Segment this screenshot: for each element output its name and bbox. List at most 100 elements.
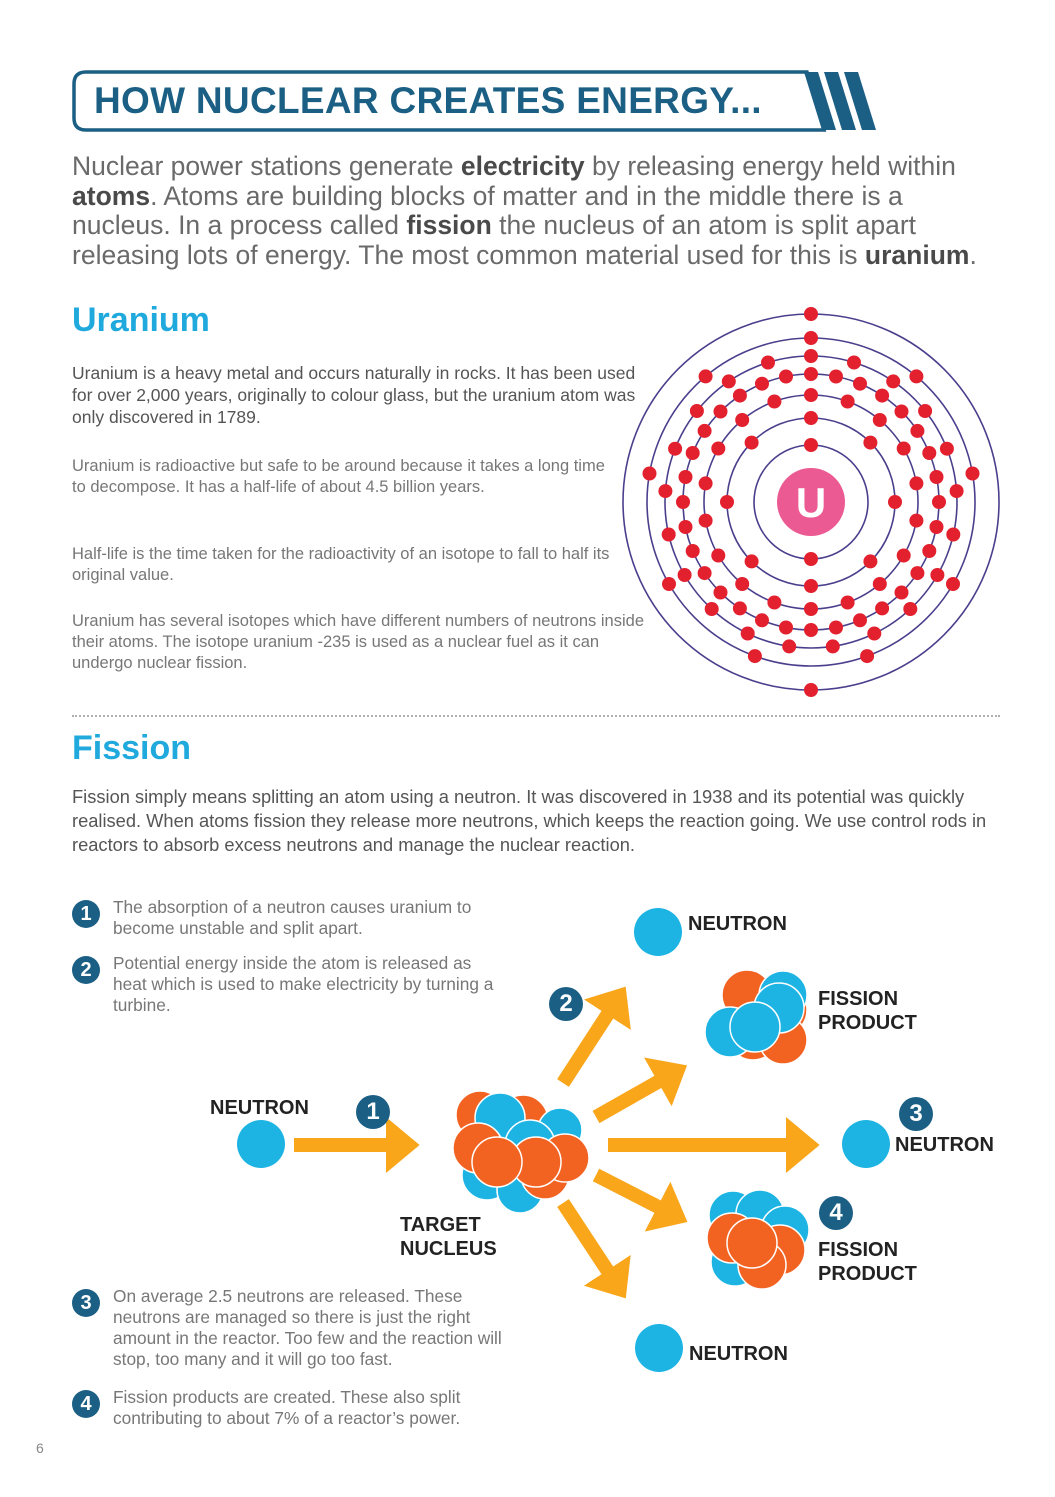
- electrons: [642, 307, 980, 697]
- uranium-heading: Uranium: [72, 301, 210, 339]
- arrow-up-right-icon: [592, 1057, 688, 1124]
- electron-icon: [903, 602, 918, 616]
- electron-icon: [804, 307, 818, 321]
- electron-icon: [735, 413, 750, 427]
- label-fission-product-bottom-line1: FISSION: [818, 1239, 899, 1261]
- electron-icon: [853, 376, 867, 391]
- electron-icon: [744, 554, 759, 569]
- electron-icon: [668, 441, 683, 456]
- page-number: 6: [36, 1440, 44, 1456]
- electron-icon: [909, 369, 924, 384]
- electron-icon: [922, 446, 937, 460]
- electron-icon: [918, 404, 933, 418]
- electron-icon: [732, 388, 747, 403]
- electron-icon: [697, 566, 712, 581]
- electron-icon: [676, 495, 690, 509]
- uranium-paragraph-half-life: Half-life is the time taken for the radi…: [72, 545, 610, 584]
- section-divider: [72, 715, 1000, 717]
- electron-icon: [740, 626, 755, 641]
- step-text: Fission products are created. These also…: [113, 1387, 461, 1428]
- electron-icon: [661, 527, 676, 542]
- electron-icon: [875, 388, 890, 403]
- electron-icon: [782, 639, 797, 654]
- arrow-down-right-icon: [592, 1168, 688, 1232]
- intro-paragraph: Nuclear power stations generate electric…: [72, 151, 1007, 270]
- label-incoming-neutron: NEUTRON: [210, 1097, 309, 1119]
- electron-icon: [829, 620, 843, 635]
- electron-icon: [965, 466, 980, 481]
- electron-icon: [732, 601, 747, 616]
- electron-icon: [853, 613, 867, 628]
- electron-icon: [867, 626, 882, 641]
- electron-icon: [896, 548, 911, 563]
- intro-text: the nucleus of an atom is split apart re…: [72, 210, 917, 270]
- diagram-badge-4: 4: [819, 1196, 853, 1230]
- intro-text: .: [969, 239, 977, 270]
- electron-icon: [711, 441, 726, 456]
- banner-frame-icon: [72, 70, 876, 132]
- label-neutron-right: NEUTRON: [895, 1134, 994, 1156]
- neutron-bottom-icon: [635, 1324, 683, 1372]
- electron-icon: [685, 544, 700, 558]
- step-3: 3 On average 2.5 neutrons are released. …: [72, 1286, 532, 1370]
- step-badge-3: 3: [72, 1289, 100, 1317]
- step-text: Potential energy inside the atom is rele…: [113, 953, 494, 1015]
- label-neutron-top: NEUTRON: [688, 913, 787, 935]
- step-badge-1: 1: [72, 900, 100, 928]
- electron-icon: [779, 369, 793, 384]
- electron-icon: [721, 374, 736, 389]
- uranium-paragraph-isotopes: Uranium has several isotopes which have …: [72, 612, 645, 672]
- step-text: On average 2.5 neutrons are released. Th…: [113, 1286, 502, 1369]
- electron-icon: [949, 484, 964, 499]
- electron-icon: [677, 568, 692, 582]
- electron-icon: [698, 476, 713, 491]
- diagram-badge-2: 2: [549, 987, 583, 1021]
- atom-symbol: U: [796, 479, 826, 526]
- electron-icon: [744, 435, 759, 450]
- neutron-top-icon: [634, 908, 682, 956]
- step-4: 4 Fission products are created. These al…: [72, 1387, 532, 1429]
- electron-icon: [840, 394, 855, 409]
- diagram-badge-3: 3: [899, 1097, 933, 1131]
- intro-keyword-fission: fission: [406, 210, 492, 240]
- step-2: 2 Potential energy inside the atom is re…: [72, 953, 532, 1016]
- electron-icon: [804, 367, 818, 381]
- electron-icon: [755, 613, 769, 628]
- electron-icon: [658, 484, 673, 499]
- electron-icon: [888, 495, 902, 509]
- electron-icon: [755, 376, 769, 391]
- uranium-atom-diagram: U: [622, 307, 1000, 697]
- electron-icon: [804, 349, 818, 363]
- electron-icon: [909, 476, 924, 491]
- electron-icon: [909, 513, 924, 528]
- electron-icon: [875, 601, 890, 616]
- electron-icon: [689, 404, 704, 418]
- electron-icon: [678, 520, 693, 534]
- intro-text: by releasing energy held within: [584, 151, 956, 181]
- intro-keyword-electricity: electricity: [460, 151, 585, 181]
- title-banner: HOW NUCLEAR CREATES ENERGY...: [72, 70, 878, 132]
- arrow-down-icon: [557, 1199, 631, 1299]
- electron-icon: [896, 441, 911, 456]
- electron-icon: [804, 579, 818, 593]
- fission-product-bottom-icon: [706, 1189, 810, 1290]
- electron-icon: [860, 649, 875, 664]
- electron-icon: [930, 568, 945, 582]
- electron-icon: [825, 639, 840, 654]
- incoming-neutron-icon: [237, 1120, 285, 1168]
- label-neutron-bottom: NEUTRON: [689, 1343, 788, 1365]
- electron-icon: [932, 495, 946, 509]
- electron-icon: [886, 374, 901, 389]
- electron-icon: [910, 566, 925, 581]
- fission-heading: Fission: [72, 729, 192, 767]
- target-nucleus-icon: [452, 1090, 590, 1214]
- electron-icon: [863, 435, 878, 450]
- electron-icon: [804, 331, 818, 345]
- step-1: 1 The absorption of a neutron causes ura…: [72, 897, 532, 939]
- label-target-nucleus-line1: TARGET: [400, 1214, 481, 1236]
- step-text: The absorption of a neutron causes urani…: [113, 897, 472, 938]
- electron-icon: [678, 470, 693, 484]
- electron-icon: [698, 369, 713, 384]
- electron-icon: [704, 602, 719, 616]
- electron-icon: [829, 369, 843, 384]
